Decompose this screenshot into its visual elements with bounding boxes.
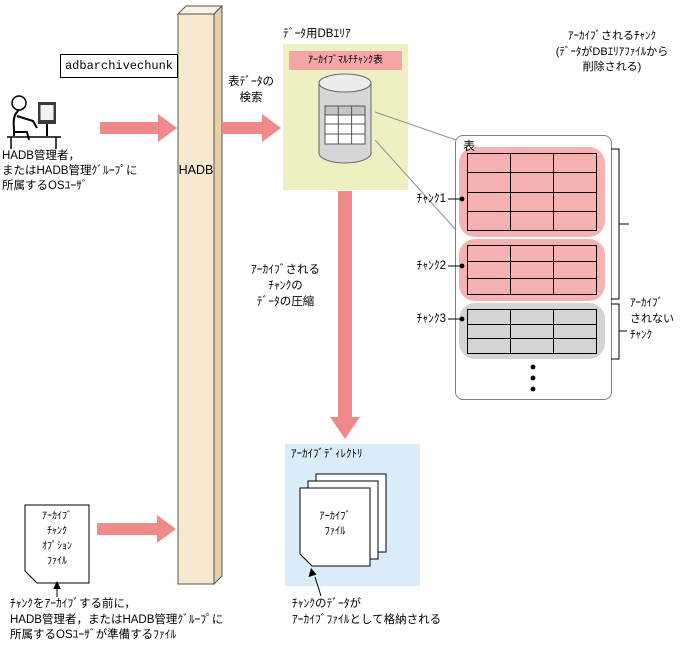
hadb-pillar-front [177, 13, 215, 585]
chunk-2-grid [467, 245, 597, 295]
table-cell [554, 310, 597, 325]
actor-caption: HADB管理者， またはHADB管理ｸﾞﾙｰﾌﾟに 所属するOSﾕｰｻﾞ [2, 150, 138, 192]
table-cell [468, 310, 511, 325]
table-cell [468, 262, 511, 279]
chunk-1-grid [467, 153, 597, 231]
table-cell [468, 324, 511, 340]
arrow-user-to-hadb [100, 114, 177, 142]
table-cell [554, 192, 597, 212]
table-cell [511, 192, 554, 212]
table-cell [468, 246, 511, 263]
archive-file-stack-icon [299, 473, 387, 567]
table-box-title: 表 [463, 139, 476, 153]
table-cell [554, 339, 597, 354]
table-cell [468, 211, 511, 231]
table-cell [554, 278, 597, 295]
archive-directory-title: ｱｰｶｲﾌﾞﾃﾞｨﾚｸﾄﾘ [291, 448, 363, 460]
chunk-2-highlight [459, 239, 605, 301]
chunk-2-label: ﾁｬﾝｸ2 [416, 260, 446, 272]
table-cell [554, 246, 597, 263]
table-cell [511, 310, 554, 325]
option-file-label: ｱｰｶｲﾌﾞ ﾁｬﾝｸ ｵﾌﾟｼｮﾝ ﾌｧｲﾙ [42, 511, 72, 567]
chunk-3-label: ﾁｬﾝｸ3 [416, 313, 446, 325]
table-cell [468, 192, 511, 212]
document-icon [24, 504, 90, 584]
hadb-label: HADB [178, 163, 214, 177]
not-archived-note: ｱｰｶｲﾌﾞ されない ﾁｬﾝｸ [630, 297, 674, 341]
database-cylinder-icon [318, 73, 372, 164]
table-cell [511, 173, 554, 193]
table-cell [511, 154, 554, 174]
db-area-title: ﾃﾞｰﾀ用DBｴﾘｱ [283, 28, 351, 40]
table-cell [554, 324, 597, 340]
option-file-note: ﾁｬﾝｸをｱｰｶｲﾌﾞする前に， HADB管理者，またはHADB管理ｸﾞﾙｰﾌﾟ… [10, 598, 224, 641]
chunk-3-highlight [459, 303, 605, 359]
arrow-compress-down [330, 191, 360, 439]
hadb-pillar [176, 4, 224, 586]
table-cell [511, 278, 554, 295]
archived-chunks-bracket [611, 148, 629, 300]
store-note: ﾁｬﾝｸのﾃﾞｰﾀが ｱｰｶｲﾌﾞﾌｧｲﾙとして格納される [292, 598, 442, 626]
table-cell [554, 211, 597, 231]
table-cell [511, 262, 554, 279]
chunk-3-grid [467, 309, 597, 354]
admin-user-icon [7, 95, 61, 149]
table-cell [511, 211, 554, 231]
not-archived-chunk-bracket [611, 303, 627, 360]
arrow-optionfile-to-hadb [97, 515, 176, 543]
table-cell [511, 339, 554, 354]
search-note: 表ﾃﾞｰﾀの 検索 [228, 76, 274, 104]
compress-note: ｱｰｶｲﾌﾞされる ﾁｬﾝｸの ﾃﾞｰﾀの圧縮 [251, 264, 320, 308]
command-label: adbarchivechunk [64, 59, 174, 73]
archived-chunks-note: ｱｰｶｲﾌﾞされるﾁｬﾝｸ (ﾃﾞｰﾀがDBｴﾘｱﾌｧｲﾙから 削除される) [555, 30, 669, 73]
chunk-1-label: ﾁｬﾝｸ1 [416, 193, 446, 205]
multi-chunk-table-label: ｱｰｶｲﾌﾞﾏﾙﾁﾁｬﾝｸ表 [289, 51, 402, 70]
table-cell [554, 154, 597, 174]
command-box: adbarchivechunk [60, 54, 178, 78]
table-cell [468, 339, 511, 354]
table-cell [468, 278, 511, 295]
table-cell [511, 246, 554, 263]
table-cell [554, 262, 597, 279]
arrow-hadb-to-dbarea [222, 114, 281, 142]
table-cell [511, 324, 554, 340]
table-cell [468, 173, 511, 193]
document-icon [299, 487, 371, 567]
table-cell [554, 173, 597, 193]
archive-file-label: ｱｰｶｲﾌﾞ ﾌｧｲﾙ [319, 510, 351, 537]
table-cell [468, 154, 511, 174]
option-file-icon [24, 504, 90, 584]
